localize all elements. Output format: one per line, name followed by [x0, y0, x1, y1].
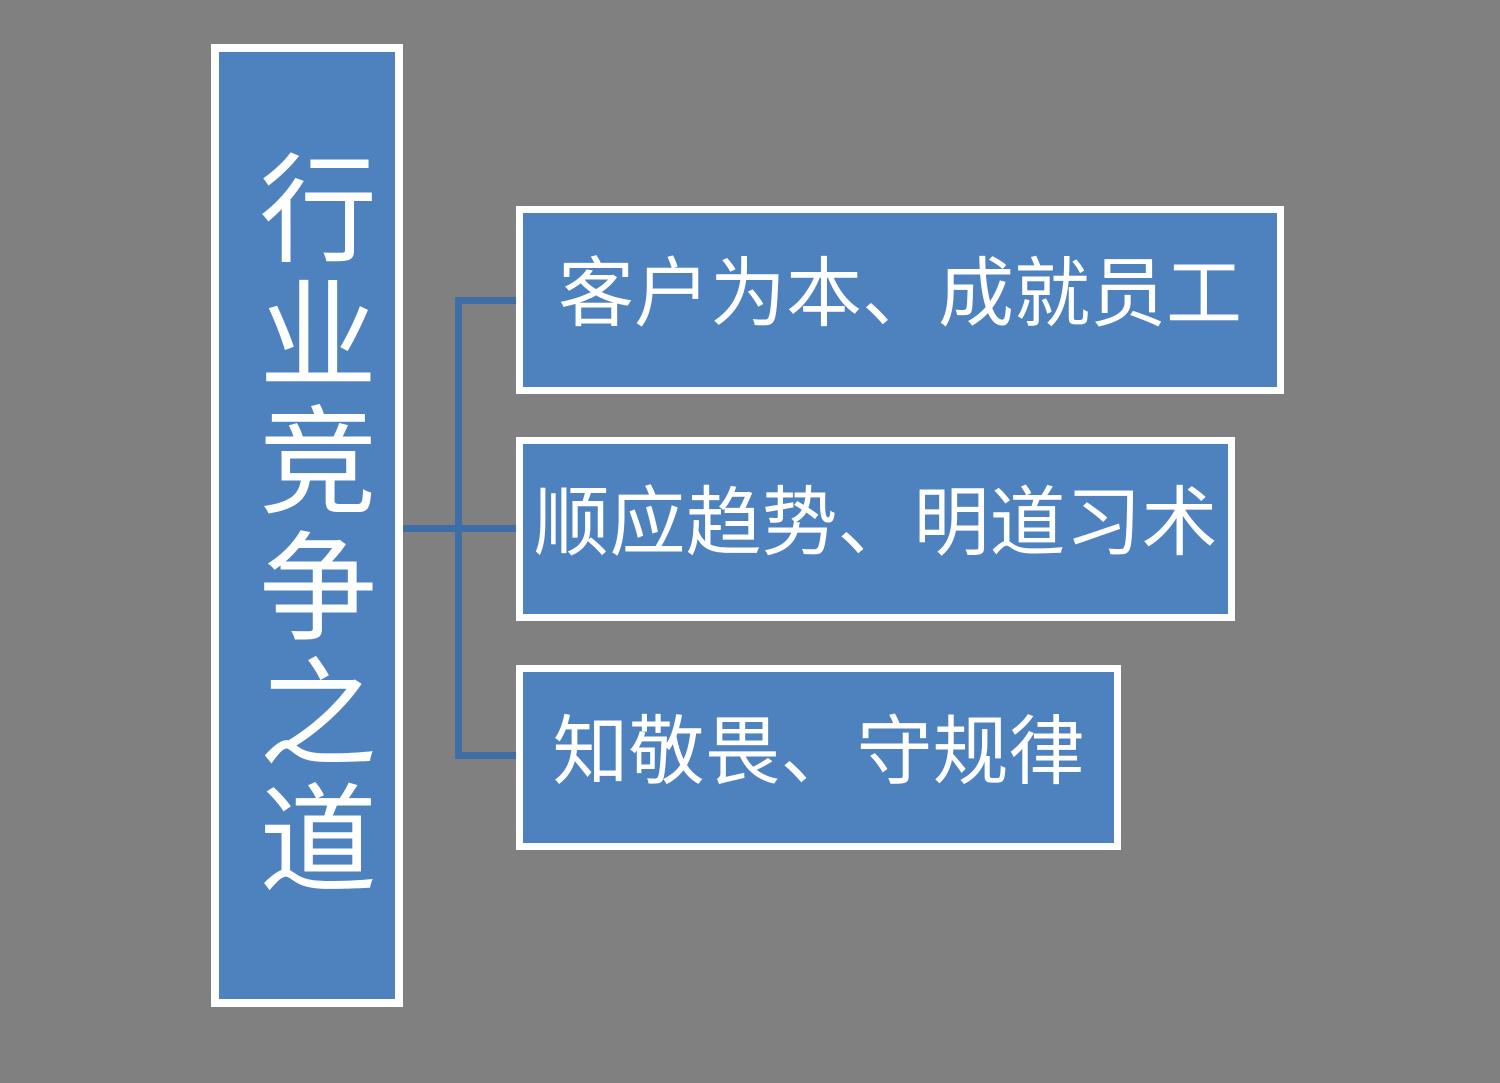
connector-branch-2 — [400, 525, 520, 532]
branch-label-2: 顺应趋势、明道习术 — [533, 478, 1218, 567]
branch-box-3[interactable]: 知敬畏、守规律 — [516, 665, 1121, 850]
branch-box-1[interactable]: 客户为本、成就员工 — [516, 206, 1284, 394]
connector-branch-1 — [455, 297, 520, 304]
branch-label-1: 客户为本、成就员工 — [558, 249, 1242, 338]
branch-label-3: 知敬畏、守规律 — [552, 706, 1085, 796]
title-box[interactable]: 行业竞争之道 — [211, 44, 403, 1007]
title-text: 行业竞争之道 — [238, 147, 377, 904]
connector-branch-3 — [455, 752, 520, 759]
branch-box-2[interactable]: 顺应趋势、明道习术 — [516, 437, 1235, 621]
